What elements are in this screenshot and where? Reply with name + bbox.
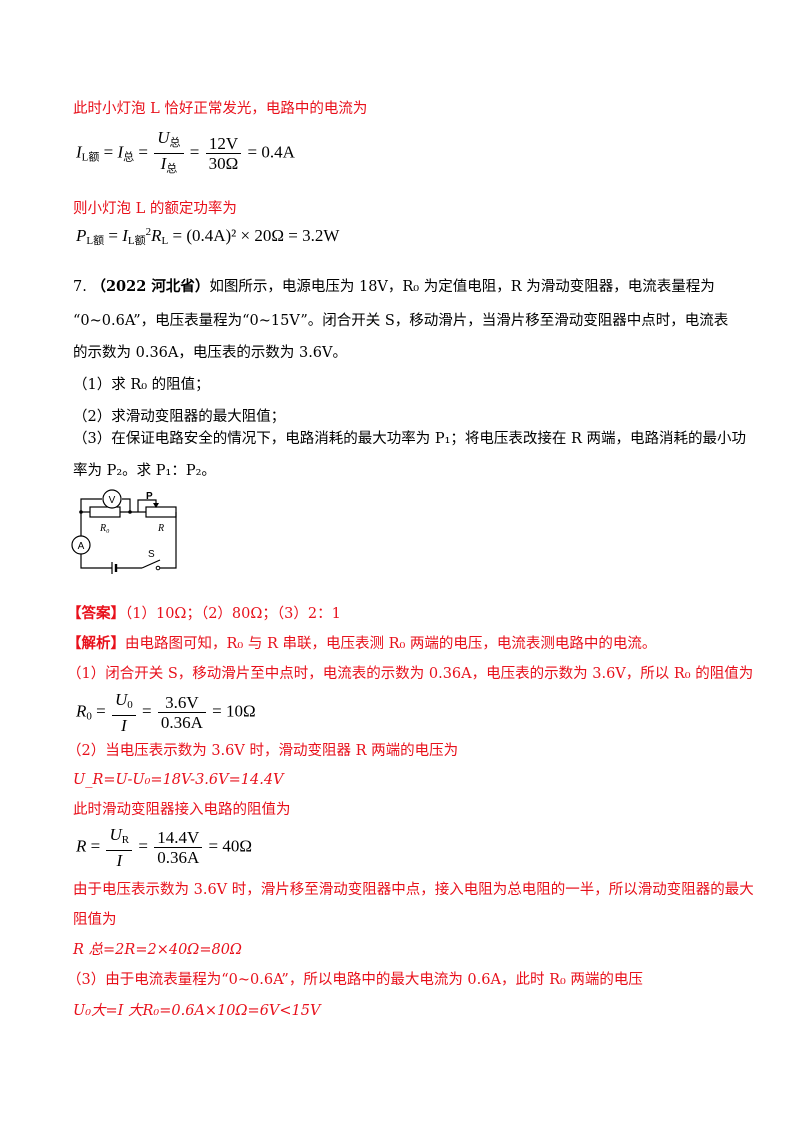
r-label: R bbox=[157, 523, 164, 534]
equation-rated-power: PL额 = IL额2RL = (0.4A)² × 20Ω = 3.2W bbox=[76, 226, 340, 247]
circuit-diagram: V A P R₀ R S bbox=[71, 489, 177, 574]
analysis-eq7: U₀大=I 大R₀=0.6A×10Ω=6V<15V bbox=[73, 1003, 321, 1019]
r0-label: R₀ bbox=[99, 523, 110, 534]
question-7-sub3b: 率为 P₂。求 P₁：P₂。 bbox=[73, 463, 216, 479]
lamp-current-text: 此时小灯泡 L 恰好正常发光，电路中的电流为 bbox=[73, 101, 368, 117]
voltmeter-symbol bbox=[102, 489, 122, 509]
question-7-sub1: （1）求 R₀ 的阻值； bbox=[73, 377, 210, 393]
analysis-part2: （2）当电压表示数为 3.6V 时，滑动变阻器 R 两端的电压为 bbox=[67, 743, 459, 759]
question-7-sub3a: （3）在保证电路安全的情况下，电路消耗的最大功率为 P₁；将电压表改接在 R 两… bbox=[73, 431, 747, 447]
question-7-sub2: （2）求滑动变阻器的最大阻值； bbox=[73, 409, 286, 425]
slider-label: P bbox=[146, 491, 153, 502]
analysis-eq6: R 总=2R=2×40Ω=80Ω bbox=[73, 942, 242, 958]
question-7-line3: 的示数为 0.36A，电压表的示数为 3.6V。 bbox=[73, 345, 348, 361]
switch-label: S bbox=[148, 549, 155, 560]
analysis-line: 【解析】由电路图可知，R₀ 与 R 串联，电压表测 R₀ 两端的电压，电流表测电… bbox=[67, 635, 657, 652]
question-7-line2: “0~0.6A”，电压表量程为“0~15V”。闭合开关 S，移动滑片，当滑片移至… bbox=[73, 313, 729, 329]
analysis-part5: （3）由于电流表量程为“0~0.6A”，所以电路中的最大电流为 0.6A，此时 … bbox=[67, 972, 643, 988]
ammeter-symbol bbox=[71, 535, 91, 555]
analysis-part4b: 阻值为 bbox=[73, 912, 117, 928]
question-7-line1: 7. （2022 河北省）如图所示，电源电压为 18V，R₀ 为定值电阻，R 为… bbox=[73, 278, 715, 295]
answer-line: 【答案】（1）10Ω；（2）80Ω；（3）2：1 bbox=[67, 605, 341, 622]
analysis-eq4: U_R=U-U₀=18V-3.6V=14.4V bbox=[73, 772, 284, 788]
ammeter-label: A bbox=[78, 541, 85, 552]
analysis-part1: （1）闭合开关 S，移动滑片至中点时，电流表的示数为 0.36A，电压表的示数为… bbox=[67, 666, 754, 682]
analysis-part3: 此时滑动变阻器接入电路的阻值为 bbox=[73, 802, 291, 818]
analysis-part4a: 由于电压表示数为 3.6V 时，滑片移至滑动变阻器中点，接入电阻为总电阻的一半，… bbox=[73, 882, 754, 898]
rated-power-text: 则小灯泡 L 的额定功率为 bbox=[73, 201, 237, 217]
voltmeter-label: V bbox=[109, 495, 116, 506]
